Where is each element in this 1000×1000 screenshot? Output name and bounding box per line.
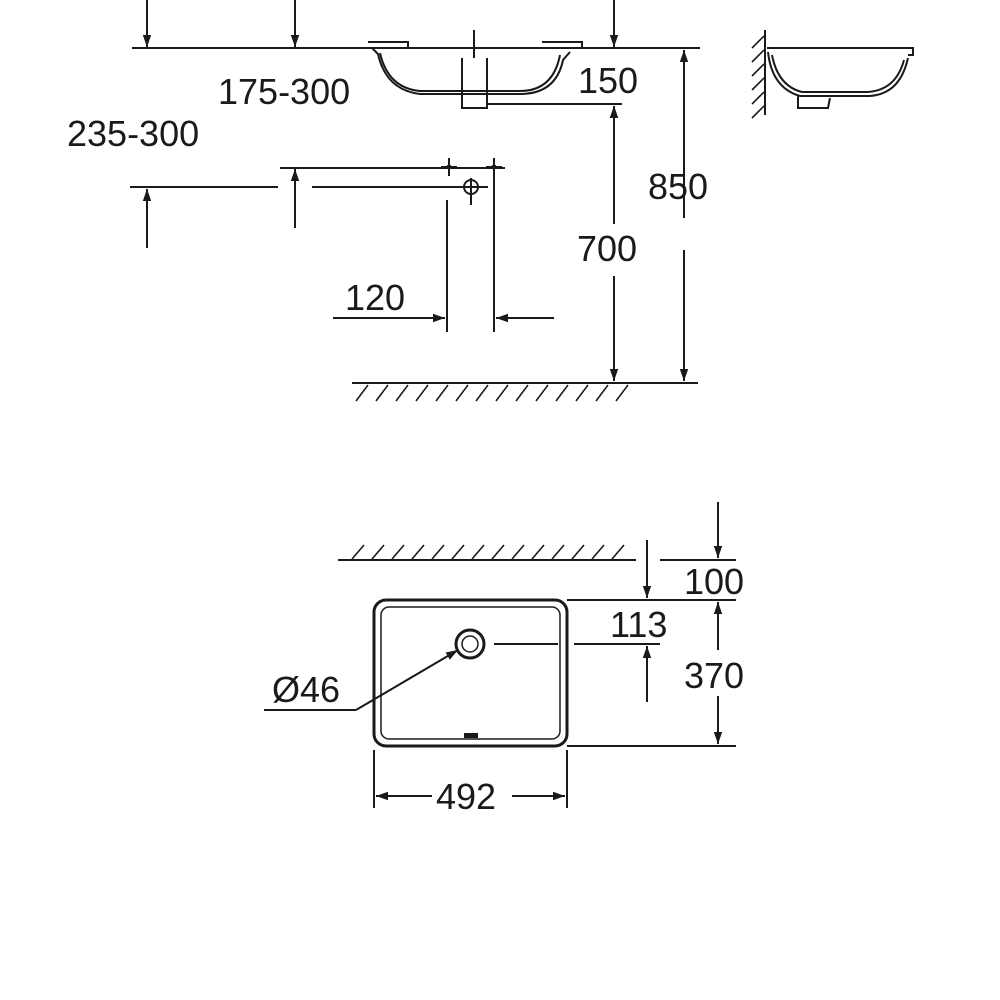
dim-label-235-300: 235-300	[67, 113, 199, 154]
dim-label-175-300: 175-300	[218, 71, 350, 112]
dim-label-100: 100	[684, 561, 744, 602]
basin-outer	[372, 598, 569, 748]
dim-label-113: 113	[610, 604, 667, 645]
overflow	[464, 733, 478, 738]
dim-label-120: 120	[345, 277, 405, 318]
section-view	[751, 30, 914, 119]
drain-inner	[461, 635, 479, 653]
dim-label-diameter: Ø46	[272, 669, 340, 710]
floor-hatching	[355, 384, 629, 402]
side-elevation-view: 175-300 235-300 150 850 700 120	[67, 0, 708, 402]
dim-label-700: 700	[577, 228, 637, 269]
dim-label-150: 150	[578, 60, 638, 101]
dim-label-492: 492	[436, 776, 496, 817]
basin-inner	[380, 606, 561, 740]
dim-label-370: 370	[684, 655, 744, 696]
wall-hatching	[351, 544, 625, 560]
plan-view: 100 113 370 Ø46 492	[264, 502, 744, 817]
drain-outer	[454, 628, 486, 660]
basin-profile	[368, 30, 622, 109]
connection-points	[130, 158, 505, 332]
dim-label-850: 850	[648, 166, 708, 207]
